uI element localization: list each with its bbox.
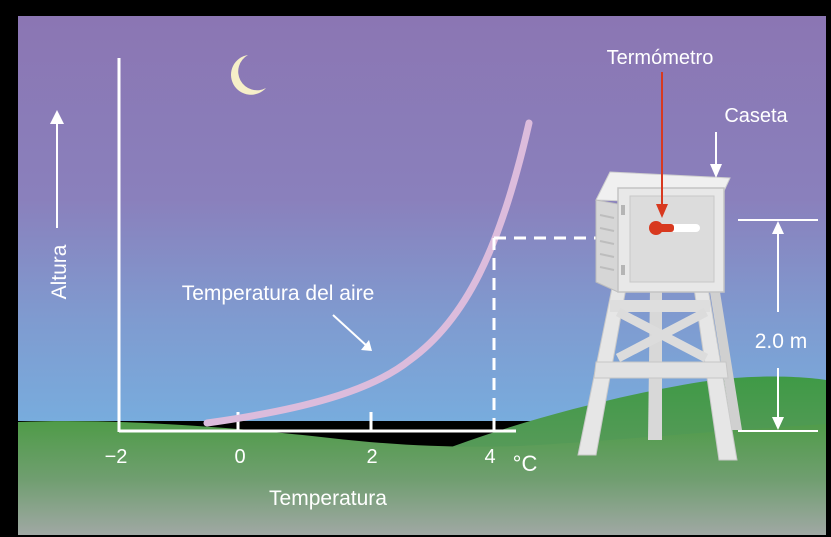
height-label: 2.0 m (755, 330, 808, 353)
x-axis-title: Temperatura (269, 487, 387, 510)
x-tick-label: −2 (105, 446, 128, 468)
curve-pointer-arrow (332, 314, 372, 351)
x-tick-label: 0 (234, 446, 245, 468)
ground (18, 421, 826, 535)
air-temperature-curve (203, 119, 533, 427)
thermometer-pointer-arrow (656, 72, 668, 218)
up-arrow-icon (50, 110, 64, 228)
height-dimension (738, 219, 818, 432)
crescent-moon-icon (230, 55, 266, 95)
weather-shelter (577, 171, 742, 461)
curve-label: Temperatura del aire (182, 282, 375, 305)
shelter-pointer-arrow (710, 132, 722, 178)
y-axis-title: Altura (48, 244, 71, 299)
x-tick-label: 2 (366, 446, 377, 468)
x-tick-label: 4 (484, 446, 495, 468)
thermometer-label: Termómetro (607, 47, 714, 69)
thermometer-icon (649, 221, 700, 235)
unit-celsius-label: °C (513, 451, 538, 476)
shelter-label: Caseta (724, 105, 788, 127)
